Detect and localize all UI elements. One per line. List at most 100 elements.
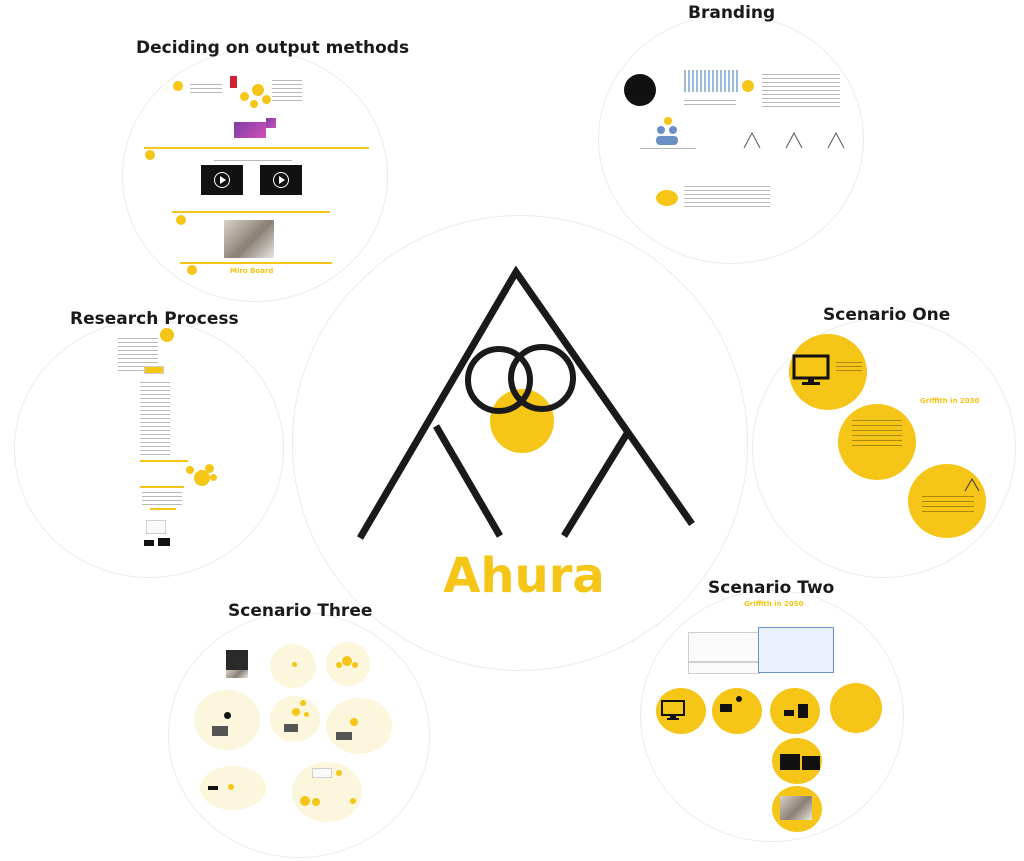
scenario-one-subtitle: Griffith in 2030	[920, 397, 980, 405]
scenario-two-photo-thumb[interactable]	[780, 796, 812, 820]
scenario-two-node[interactable]	[770, 688, 820, 734]
output-divider	[180, 262, 332, 264]
people-icon	[656, 126, 678, 145]
output-footer-label: Miro Board	[230, 267, 274, 275]
output-divider	[172, 211, 330, 213]
logo-right-ring	[508, 344, 576, 412]
scenario-two-thumb	[736, 696, 742, 702]
scenario-three-dot	[342, 656, 352, 666]
output-node[interactable]	[176, 215, 186, 225]
output-node[interactable]	[187, 265, 197, 275]
output-cluster-node[interactable]	[262, 95, 271, 104]
output-video-thumb[interactable]	[260, 165, 302, 195]
research-logo-strip	[144, 366, 164, 374]
scenario-two-video-thumb[interactable]	[780, 754, 800, 770]
scenario-three-dot	[292, 708, 300, 716]
branding-symbol-art	[684, 70, 738, 92]
scenario-three-photo[interactable]	[226, 670, 248, 678]
output-phone-thumb[interactable]	[230, 76, 237, 88]
brand-name: Ahura	[443, 548, 605, 604]
scenario-one-notes	[852, 420, 902, 450]
output-notes	[190, 84, 222, 96]
scenario-two-node[interactable]	[656, 688, 706, 734]
output-cluster-notes	[272, 80, 302, 102]
output-methods-title: Deciding on output methods	[136, 38, 410, 58]
scenario-three-video-thumb[interactable]	[226, 650, 248, 672]
scenario-two-video-thumb[interactable]	[802, 756, 820, 770]
branding-description	[762, 74, 840, 108]
logo-left-leg	[432, 424, 504, 538]
output-cluster-node[interactable]	[240, 92, 249, 101]
monitor-icon	[661, 700, 685, 720]
scenario-three-sketch	[312, 768, 332, 778]
ahura-logo-icon	[356, 266, 695, 540]
scenario-three-dot	[350, 718, 358, 726]
scenario-three-node[interactable]	[326, 698, 392, 754]
scenario-three-node[interactable]	[194, 690, 260, 750]
branding-title: Branding	[688, 3, 776, 23]
scenario-two-thumb	[784, 710, 794, 716]
scenario-three-node[interactable]	[270, 696, 320, 742]
branding-node[interactable]	[664, 117, 672, 125]
research-cluster-node[interactable]	[210, 474, 217, 481]
scenario-three-dot	[352, 662, 358, 668]
scenario-two-thumb	[798, 704, 808, 718]
scenario-three-title: Scenario Three	[228, 601, 373, 621]
output-video-thumb[interactable]	[201, 165, 243, 195]
output-cluster-node[interactable]	[250, 100, 258, 108]
scenario-one-notes	[922, 496, 974, 514]
scenario-three-photo	[208, 786, 218, 790]
scenario-two-node[interactable]	[830, 683, 882, 733]
branding-node[interactable]	[742, 80, 754, 92]
scenario-two-storyboard[interactable]	[688, 662, 760, 674]
output-node[interactable]	[145, 150, 155, 160]
research-divider	[140, 460, 188, 462]
scenario-two-thumb	[720, 704, 732, 712]
output-purple-thumb[interactable]	[266, 118, 276, 128]
triangle-icon	[743, 131, 845, 149]
branding-symbol-caption	[684, 100, 736, 105]
scenario-two-subtitle: Griffith in 2050	[744, 600, 804, 608]
research-cluster-node[interactable]	[205, 464, 214, 473]
output-cluster-node[interactable]	[252, 84, 264, 96]
logo-outer-triangle	[356, 266, 695, 540]
scenario-three-dot	[312, 798, 320, 806]
research-card[interactable]	[146, 520, 166, 534]
scenario-one-notes	[836, 362, 862, 372]
scenario-two-title: Scenario Two	[708, 578, 835, 598]
branding-people-caption	[640, 148, 696, 152]
branding-colour-notes	[684, 186, 770, 208]
logo-right-leg	[561, 430, 631, 538]
monitor-icon	[792, 354, 830, 385]
research-divider	[150, 508, 176, 510]
logo-left-ring	[465, 346, 533, 414]
research-column	[140, 382, 170, 456]
research-cluster-node[interactable]	[194, 470, 210, 486]
research-photo-thumb[interactable]	[158, 538, 170, 546]
output-divider	[144, 147, 369, 149]
branding-inspiration-node[interactable]	[624, 74, 656, 106]
scenario-three-dot	[228, 784, 234, 790]
scenario-two-storyboard[interactable]	[688, 632, 760, 662]
research-node[interactable]	[160, 328, 174, 342]
scenario-three-dot	[300, 700, 306, 706]
research-process-title: Research Process	[70, 309, 239, 329]
triangle-icon	[964, 478, 980, 492]
scenario-three-dot	[350, 798, 356, 804]
research-cluster-node[interactable]	[186, 466, 194, 474]
branding-node[interactable]	[656, 190, 678, 206]
scenario-three-photo	[212, 726, 228, 736]
scenario-three-dot	[300, 796, 310, 806]
branding-frame[interactable]	[598, 14, 864, 264]
output-video-caption	[214, 160, 292, 164]
scenario-three-photo	[336, 732, 352, 740]
scenario-three-dot	[292, 662, 297, 667]
output-purple-thumb[interactable]	[234, 122, 266, 138]
output-node[interactable]	[173, 81, 183, 91]
scenario-two-screen[interactable]	[758, 627, 834, 673]
scenario-three-dot	[304, 712, 309, 717]
scenario-one-title: Scenario One	[823, 305, 951, 325]
research-photo-thumb[interactable]	[144, 540, 154, 546]
output-photo-thumb[interactable]	[224, 220, 274, 258]
research-notes	[142, 492, 182, 508]
